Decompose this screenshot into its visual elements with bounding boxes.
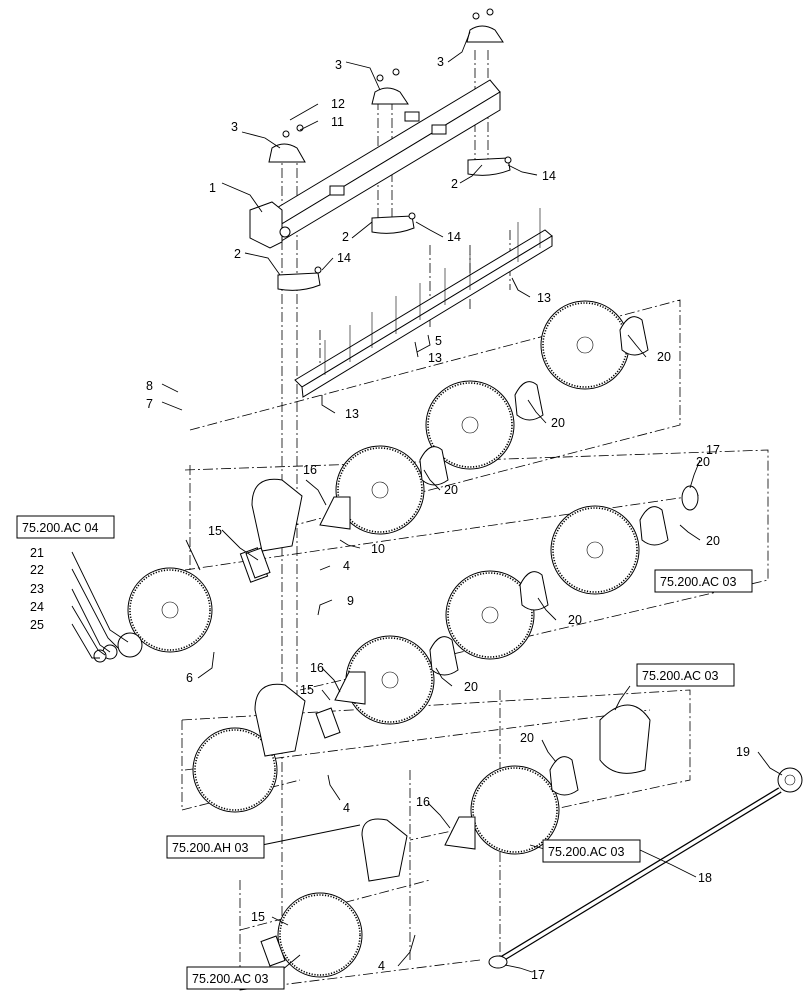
callout-16: 16 bbox=[303, 463, 317, 477]
callout-17: 17 bbox=[531, 968, 545, 982]
reference-boxes: 75.200.AC 04 75.200.AC 03 75.200.AC 03 7… bbox=[16, 515, 753, 990]
callout-9: 9 bbox=[347, 594, 354, 608]
ref-label: 75.200.AC 03 bbox=[548, 845, 624, 859]
callout-7: 7 bbox=[146, 397, 153, 411]
callout-20: 20 bbox=[520, 731, 534, 745]
ref-box-ac03-upper-right[interactable]: 75.200.AC 03 bbox=[636, 663, 735, 687]
callout-14: 14 bbox=[542, 169, 556, 183]
callout-16: 16 bbox=[416, 795, 430, 809]
callout-11: 11 bbox=[331, 115, 344, 129]
callout-13: 13 bbox=[428, 351, 442, 365]
ref-label: 75.200.AC 03 bbox=[642, 669, 718, 683]
callout-2: 2 bbox=[451, 177, 458, 191]
callout-17: 17 bbox=[706, 443, 720, 457]
callout-4: 4 bbox=[378, 959, 385, 973]
callout-20: 20 bbox=[464, 680, 478, 694]
callout-18: 18 bbox=[698, 871, 712, 885]
lower-clamp-plates bbox=[277, 156, 512, 291]
callout-25: 25 bbox=[30, 618, 44, 632]
bolt-row bbox=[324, 208, 541, 375]
callout-15: 15 bbox=[208, 524, 222, 538]
ref-box-ac04[interactable]: 75.200.AC 04 bbox=[16, 515, 115, 539]
callout-14: 14 bbox=[447, 230, 461, 244]
ref-label: 75.200.AH 03 bbox=[172, 841, 248, 855]
shaft-part-18 bbox=[488, 485, 803, 969]
ref-label: 75.200.AC 03 bbox=[660, 575, 736, 589]
callout-13: 13 bbox=[345, 407, 359, 421]
callout-8: 8 bbox=[146, 379, 153, 393]
callout-20: 20 bbox=[657, 350, 671, 364]
callout-15: 15 bbox=[251, 910, 265, 924]
callout-1: 1 bbox=[209, 181, 216, 195]
callout-3: 3 bbox=[231, 120, 238, 134]
callout-2: 2 bbox=[342, 230, 349, 244]
leader-lines bbox=[71, 31, 783, 973]
callout-20: 20 bbox=[568, 613, 582, 627]
ref-box-ah03[interactable]: 75.200.AH 03 bbox=[166, 835, 265, 859]
callout-14: 14 bbox=[337, 251, 351, 265]
callout-5: 5 bbox=[435, 334, 442, 348]
callout-20: 20 bbox=[706, 534, 720, 548]
callout-2: 2 bbox=[234, 247, 241, 261]
callout-20: 20 bbox=[444, 483, 458, 497]
callout-21: 21 bbox=[30, 546, 44, 560]
upper-clamp-plates bbox=[268, 8, 504, 163]
callout-23: 23 bbox=[30, 582, 44, 596]
callout-22: 22 bbox=[30, 563, 44, 577]
scraper-bar-part-5 bbox=[294, 208, 553, 398]
callout-24: 24 bbox=[30, 600, 44, 614]
ref-label: 75.200.AC 04 bbox=[22, 521, 98, 535]
callout-16: 16 bbox=[310, 661, 324, 675]
callout-10: 10 bbox=[371, 542, 385, 556]
ref-label: 75.200.AC 03 bbox=[192, 972, 268, 986]
callout-12: 12 bbox=[331, 97, 345, 111]
callout-20: 20 bbox=[551, 416, 565, 430]
callout-19: 19 bbox=[736, 745, 750, 759]
ref-box-ac03-right[interactable]: 75.200.AC 03 bbox=[654, 569, 753, 593]
ref-box-ac03-center[interactable]: 75.200.AC 03 bbox=[542, 839, 641, 863]
callout-3: 3 bbox=[437, 55, 444, 69]
callout-6: 6 bbox=[186, 671, 193, 685]
callout-13: 13 bbox=[537, 291, 551, 305]
ref-box-ac03-bottom[interactable]: 75.200.AC 03 bbox=[186, 966, 285, 990]
callout-4: 4 bbox=[343, 801, 350, 815]
main-beam-part-1 bbox=[249, 79, 501, 249]
callout-15: 15 bbox=[300, 683, 314, 697]
callout-4: 4 bbox=[343, 559, 350, 573]
callout-3: 3 bbox=[335, 58, 342, 72]
callout-20: 20 bbox=[696, 455, 710, 469]
disc-row-1 bbox=[319, 300, 649, 535]
callout-labels: 1 2 2 2 3 3 3 4 4 4 5 6 7 8 9 10 11 12 1… bbox=[30, 55, 750, 982]
